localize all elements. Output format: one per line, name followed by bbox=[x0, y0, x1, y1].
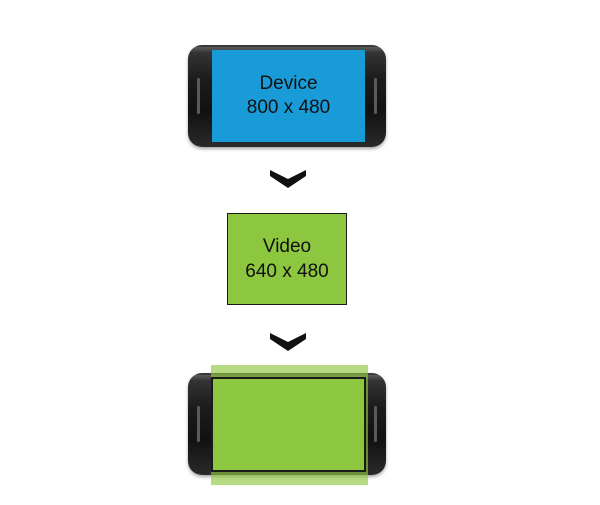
phone-speaker-right bbox=[374, 78, 377, 114]
phone-speaker-right bbox=[374, 406, 377, 442]
device-phone: Device 800 x 480 bbox=[188, 45, 386, 147]
phone-speaker-left bbox=[197, 78, 200, 114]
device-screen: Device 800 x 480 bbox=[212, 50, 365, 142]
video-title: Video bbox=[262, 236, 312, 257]
video-scaled-visible-area bbox=[211, 377, 366, 472]
device-title: Device bbox=[259, 73, 318, 94]
chevron-down-icon bbox=[270, 170, 306, 188]
video-box: Video 640 x 480 bbox=[227, 213, 347, 305]
chevron-down-icon bbox=[270, 333, 306, 351]
video-resolution: 640 x 480 bbox=[245, 261, 329, 282]
phone-speaker-left bbox=[197, 406, 200, 442]
device-resolution: 800 x 480 bbox=[246, 97, 331, 118]
